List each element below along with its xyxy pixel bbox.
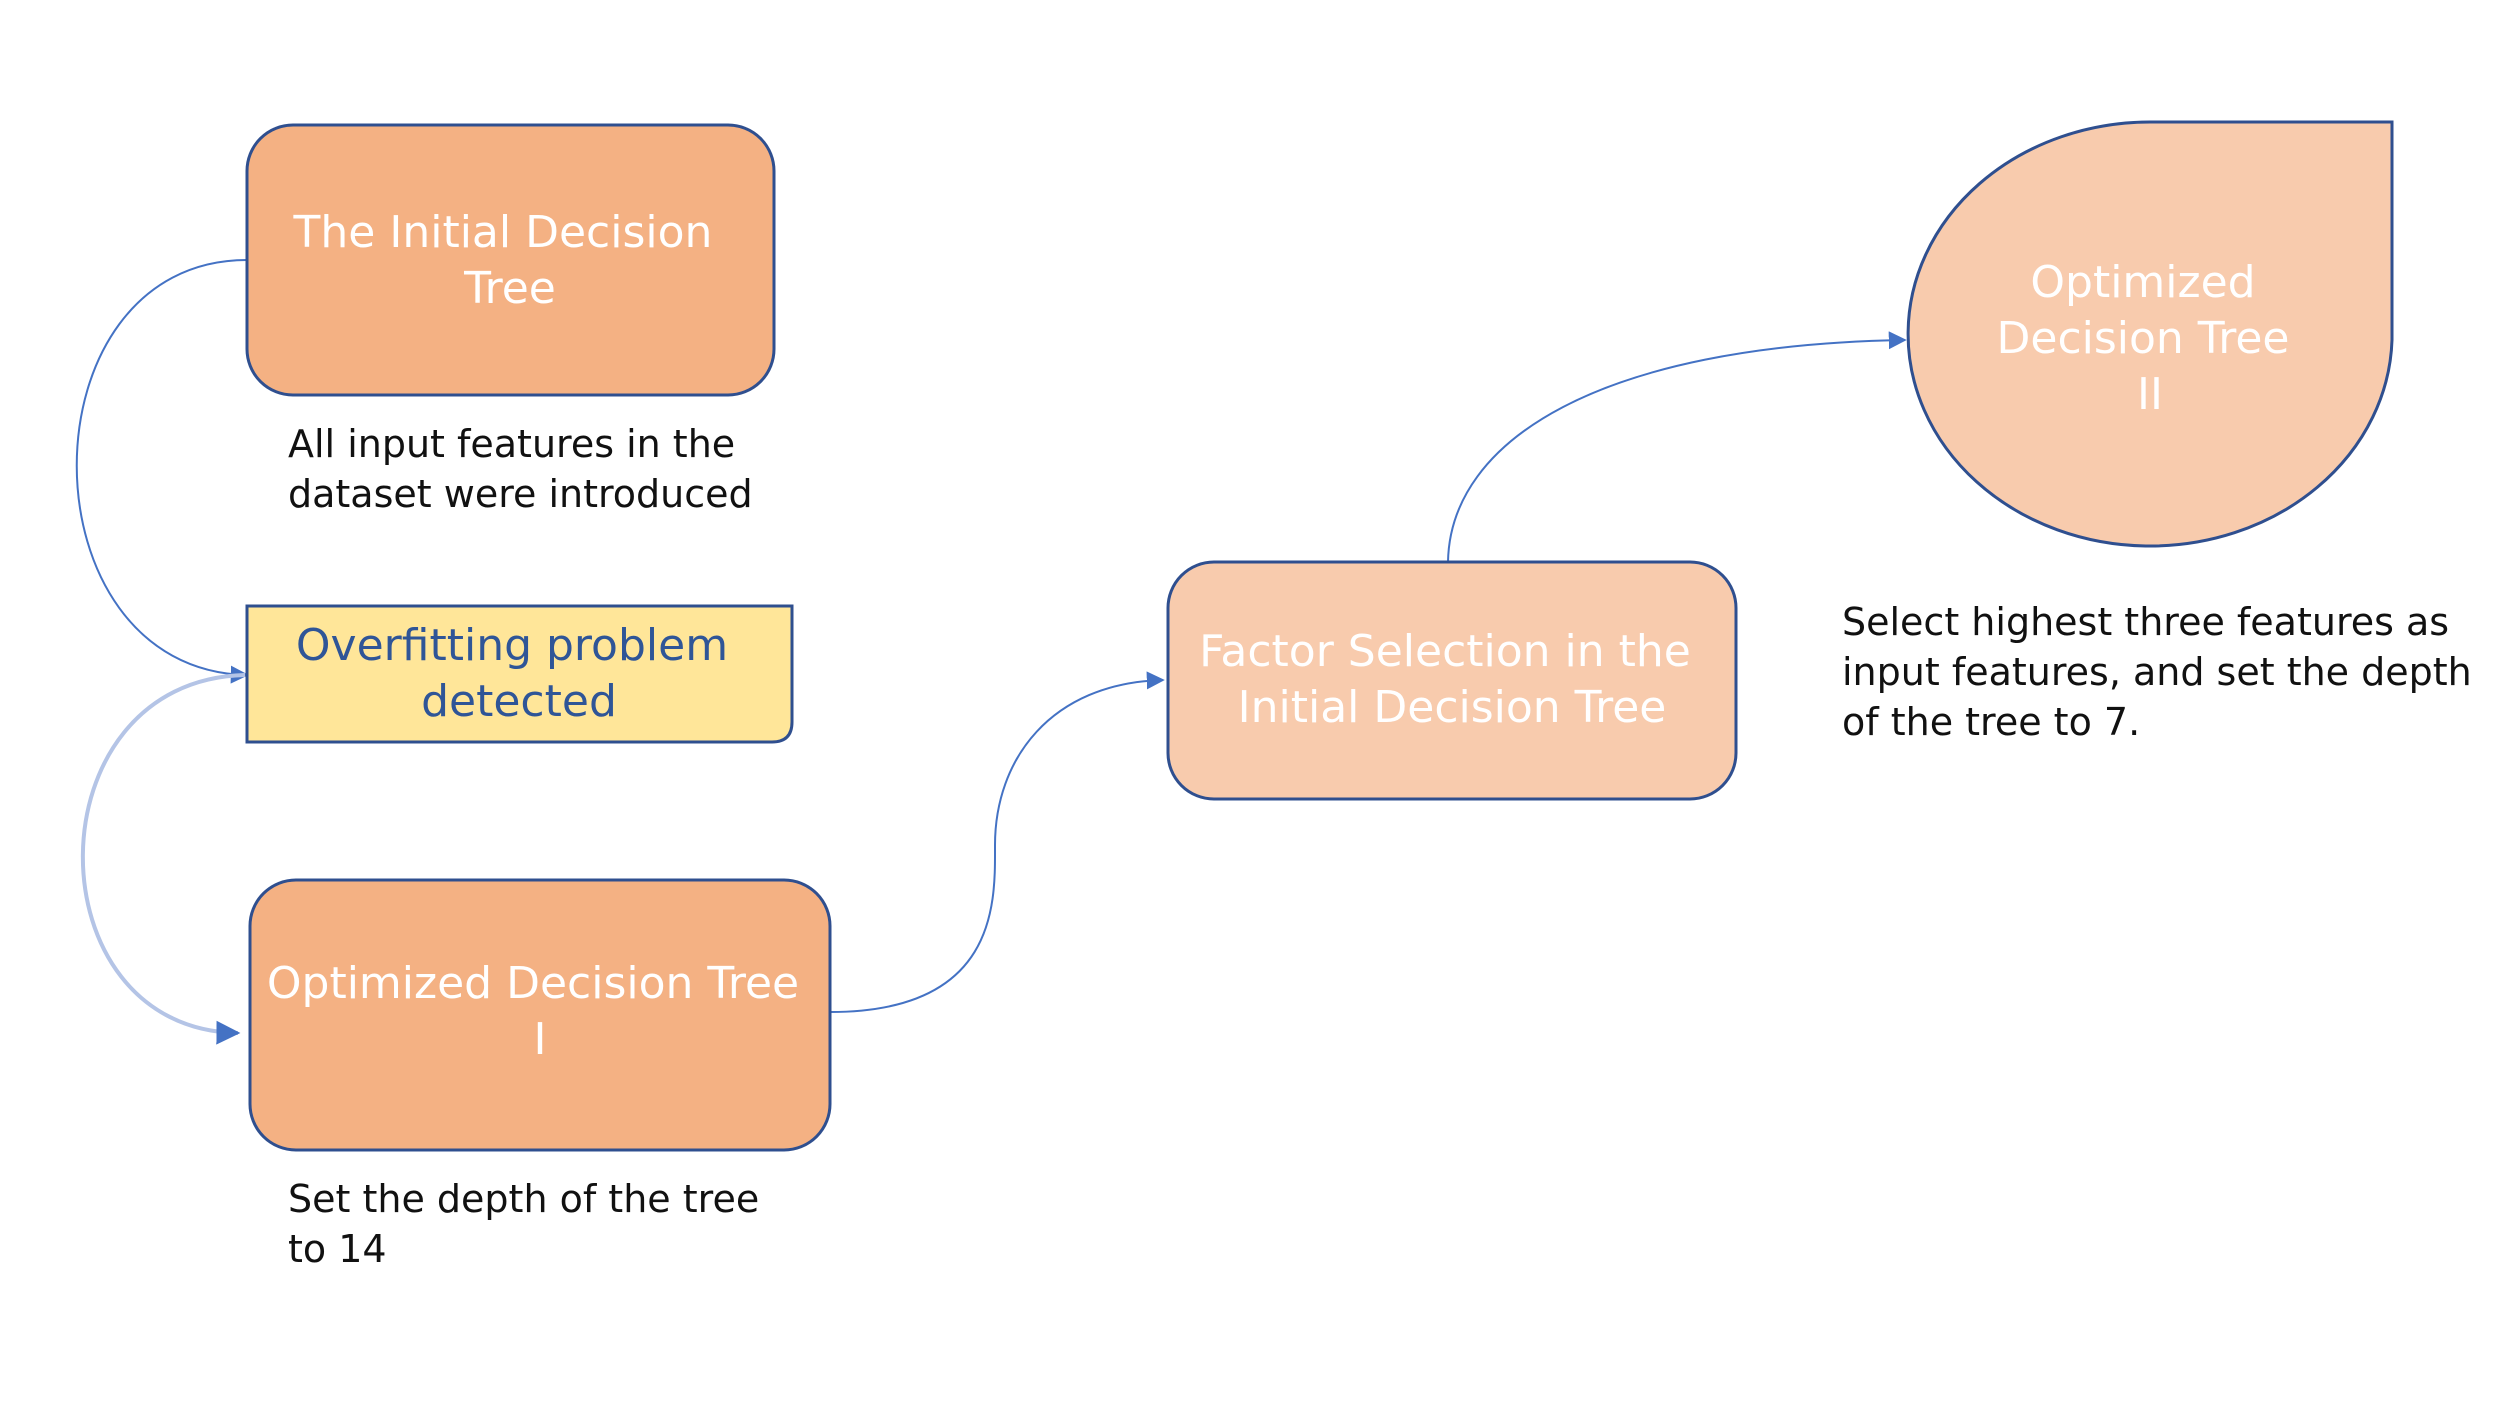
node-factor-selection-shape	[1166, 560, 1738, 801]
connector-factor-selection-to-optimized-2	[1447, 331, 1907, 563]
node-optimized-decision-tree-2-shape	[1906, 120, 2394, 548]
node-overfitting-problem-shape	[245, 604, 794, 744]
node-optimized-decision-tree-2-label: Optimized Decision Tree II	[1997, 257, 2304, 420]
node-optimized-decision-tree-1-shape	[248, 878, 832, 1152]
node-initial-decision-tree-shape	[245, 123, 776, 397]
connector-initial-to-overfitting	[75, 259, 249, 684]
note-initial-decision-tree: All input features in the dataset were i…	[288, 422, 753, 516]
connector-overfitting-to-optimized-1	[80, 673, 246, 1045]
note-optimized-decision-tree-1: Set the depth of the tree to 14	[288, 1177, 771, 1271]
connector-optimized-1-to-factor-selection	[829, 671, 1165, 1013]
note-optimized-decision-tree-2: Select highest three features as input f…	[1842, 600, 2484, 744]
node-overfitting-problem-label: Overfitting problem detected	[296, 620, 742, 727]
node-initial-decision-tree-label: The Initial Decision Tree	[293, 207, 727, 314]
node-factor-selection: Factor Selection in the Initial Decision…	[1166, 560, 1738, 801]
node-optimized-decision-tree-1: Optimized Decision Tree I	[248, 878, 832, 1152]
node-overfitting-problem: Overfitting problem detected	[245, 604, 794, 744]
node-optimized-decision-tree-2: Optimized Decision Tree II	[1906, 120, 2394, 548]
node-factor-selection-label: Factor Selection in the Initial Decision…	[1199, 626, 1705, 733]
node-optimized-decision-tree-1-label: Optimized Decision Tree I	[267, 958, 813, 1065]
node-initial-decision-tree: The Initial Decision Tree	[245, 123, 776, 397]
